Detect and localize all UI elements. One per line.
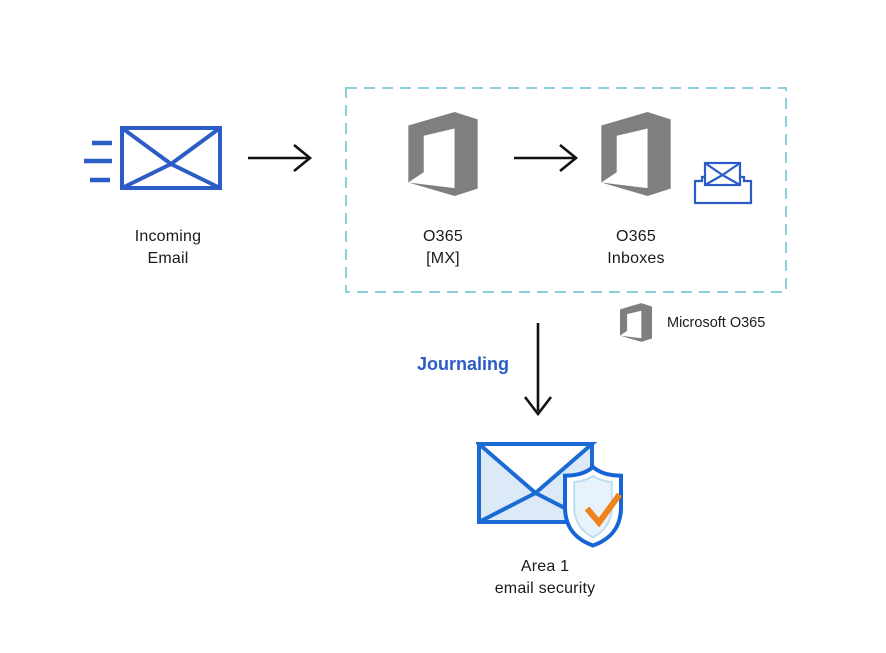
area1-label: Area 1 email security <box>465 556 625 600</box>
journaling-arrow-down-icon <box>523 323 553 417</box>
office-365-logo-icon-inboxes <box>601 112 671 196</box>
speed-lines-icon <box>84 140 112 183</box>
o365-inboxes-label-line1: O365 <box>616 228 656 245</box>
journaling-label: Journaling <box>416 354 509 374</box>
incoming-email-label-line1: Incoming <box>134 228 202 245</box>
shield-check-icon <box>563 464 623 548</box>
o365-mx-label-line2: [MX] <box>426 250 460 267</box>
o365-boundary-box <box>345 87 787 293</box>
office-365-logo-icon-legend <box>620 303 652 342</box>
o365-mx-label: O365 [MX] <box>381 226 505 270</box>
area1-email-security-icon <box>476 442 623 548</box>
o365-inboxes-label: O365 Inboxes <box>574 226 698 270</box>
o365-inboxes-label-line2: Inboxes <box>607 250 665 267</box>
area1-label-line1: Area 1 <box>520 558 570 575</box>
legend-label: Microsoft O365 <box>667 314 766 331</box>
arrow-right-icon-2 <box>514 143 579 173</box>
incoming-email-icon <box>84 126 222 190</box>
o365-mx-label-line1: O365 <box>423 228 463 245</box>
incoming-email-label-line2: Email <box>147 250 189 267</box>
envelope-icon <box>120 126 222 190</box>
inbox-envelope-icon <box>693 161 753 205</box>
arrow-right-icon-1 <box>248 143 313 173</box>
area1-label-line2: email security <box>494 580 596 597</box>
legend: Microsoft O365 <box>620 303 765 342</box>
incoming-email-label: Incoming Email <box>103 226 233 270</box>
office-365-logo-icon-mx <box>408 112 478 196</box>
